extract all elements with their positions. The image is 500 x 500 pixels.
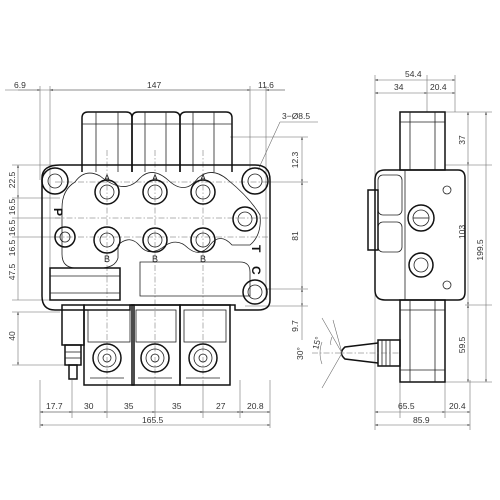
- dim-side-103: 103: [457, 225, 467, 239]
- dim-left-16-5-b: 16.5: [7, 219, 17, 236]
- dim-side-65-5: 65.5: [398, 401, 415, 411]
- side-body: [312, 111, 466, 383]
- dim-right-9-7: 9.7: [290, 320, 300, 332]
- valve-body: [41, 164, 271, 311]
- dim-left-40: 40: [7, 331, 17, 341]
- label-port-b3: B: [200, 254, 206, 264]
- dim-right-81: 81: [290, 231, 300, 241]
- dim-bottom-27: 27: [216, 401, 226, 411]
- angle-15: 15°: [310, 336, 323, 351]
- label-port-b2: B: [152, 254, 158, 264]
- front-top-dimensions: 6.9 147 11.6: [5, 80, 285, 92]
- side-bottom-dimensions: 65.5 20.4 85.9: [375, 401, 470, 427]
- label-port-a2: A: [152, 173, 158, 183]
- dim-bottom-30: 30: [84, 401, 94, 411]
- dim-side-20-4-top: 20.4: [430, 82, 447, 92]
- label-port-p: P: [51, 208, 65, 216]
- angle-30: 30°: [295, 347, 305, 360]
- label-port-c: C: [249, 266, 263, 275]
- front-view: 6.9 147 11.6 3−Ø8.5 12.3 81 9.7 2: [5, 80, 318, 428]
- side-right-dimensions: 37 103 199.5 59.5: [457, 112, 488, 382]
- dim-bottom-20-8: 20.8: [247, 401, 264, 411]
- dim-side-54-4: 54.4: [405, 69, 422, 79]
- dim-bottom-35-a: 35: [124, 401, 134, 411]
- dim-bottom-17-7: 17.7: [46, 401, 63, 411]
- spool-caps: [81, 111, 233, 172]
- dim-side-37: 37: [457, 135, 467, 145]
- dim-top-11-6: 11.6: [258, 80, 274, 90]
- front-extension-lines: [12, 86, 308, 428]
- dim-right-12-3: 12.3: [290, 151, 300, 168]
- dim-left-16-5-a: 16.5: [7, 198, 17, 215]
- dim-overall-165-5: 165.5: [142, 415, 164, 425]
- dim-bottom-35-b: 35: [172, 401, 182, 411]
- dim-side-199-5: 199.5: [475, 239, 485, 261]
- dim-port-diameter: 3−Ø8.5: [282, 111, 310, 121]
- front-right-dimensions: 12.3 81 9.7: [290, 137, 304, 340]
- label-port-t: T: [249, 245, 263, 253]
- dim-top-147: 147: [147, 80, 161, 90]
- dim-side-59-5: 59.5: [457, 336, 467, 353]
- port-callout: 3−Ø8.5: [257, 111, 318, 171]
- side-view: 54.4 34 20.4 37 103 199.5 59.5: [295, 69, 492, 430]
- dim-side-85-9: 85.9: [413, 415, 430, 425]
- label-port-b1: B: [104, 254, 110, 264]
- spool-sections: [61, 304, 231, 386]
- dim-left-47-5: 47.5: [7, 263, 17, 280]
- dim-left-16-5-c: 16.5: [7, 239, 17, 256]
- label-port-a1: A: [104, 173, 110, 183]
- front-bottom-dimensions: 17.7 30 35 35 27 20.8 165.5: [40, 401, 270, 427]
- dim-side-34: 34: [394, 82, 404, 92]
- side-top-dimensions: 54.4 34 20.4: [375, 69, 455, 95]
- angle-annotations: 30° 15°: [295, 317, 343, 389]
- front-left-dimensions: 22.5 16.5 16.5 16.5 47.5 40: [7, 165, 20, 365]
- dim-side-20-4-bottom: 20.4: [449, 401, 466, 411]
- dim-left-22-5: 22.5: [7, 171, 17, 188]
- label-port-a3: A: [200, 173, 206, 183]
- dim-top-6-9: 6.9: [14, 80, 26, 90]
- port-labels: A A A B B B P T C: [51, 173, 263, 275]
